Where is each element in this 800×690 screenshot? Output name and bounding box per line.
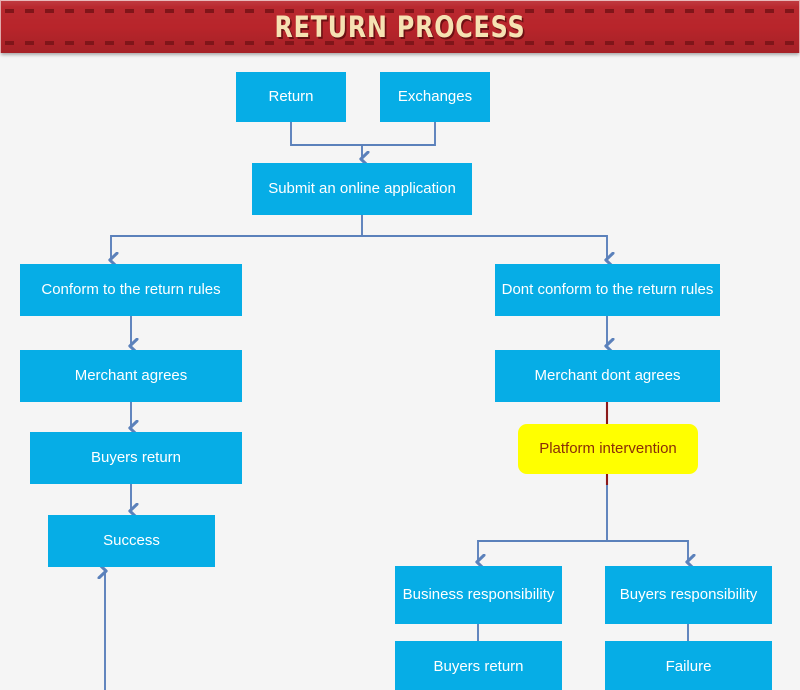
edge-buyers-return-to-success-loop	[105, 571, 478, 690]
node-exchanges[interactable]: Exchanges	[380, 72, 490, 122]
edge-submit-to-conform	[111, 215, 363, 260]
edge-submit-to-not-conform	[362, 235, 607, 260]
node-success[interactable]: Success	[48, 515, 215, 567]
edge-platform-to-business-resp	[478, 474, 608, 562]
connector-layer	[0, 122, 800, 690]
edge-return-exchanges-merge	[290, 122, 436, 146]
node-business-responsibility[interactable]: Business responsibility	[395, 566, 562, 624]
edge-platform-to-buyers-resp	[607, 540, 688, 562]
node-conform-to-return-rules[interactable]: Conform to the return rules	[20, 264, 242, 316]
node-buyers-responsibility[interactable]: Buyers responsibility	[605, 566, 772, 624]
node-merchant-agrees[interactable]: Merchant agrees	[20, 350, 242, 402]
node-failure[interactable]: Failure	[605, 641, 772, 690]
node-return[interactable]: Return	[236, 72, 346, 122]
node-buyers-return-left[interactable]: Buyers return	[30, 432, 242, 484]
flowchart-canvas: Return Exchanges Submit an online applic…	[0, 53, 800, 690]
node-dont-conform-to-return-rules[interactable]: Dont conform to the return rules	[495, 264, 720, 316]
banner-stitch-bottom	[5, 41, 795, 45]
node-submit-application[interactable]: Submit an online application	[252, 163, 472, 215]
node-platform-intervention[interactable]: Platform intervention	[518, 424, 698, 474]
node-buyers-return-right[interactable]: Buyers return	[395, 641, 562, 690]
title-banner: RETURN PROCESS	[0, 0, 800, 53]
page-title: RETURN PROCESS	[274, 10, 526, 44]
banner-stitch-top	[5, 9, 795, 13]
node-merchant-dont-agrees[interactable]: Merchant dont agrees	[495, 350, 720, 402]
